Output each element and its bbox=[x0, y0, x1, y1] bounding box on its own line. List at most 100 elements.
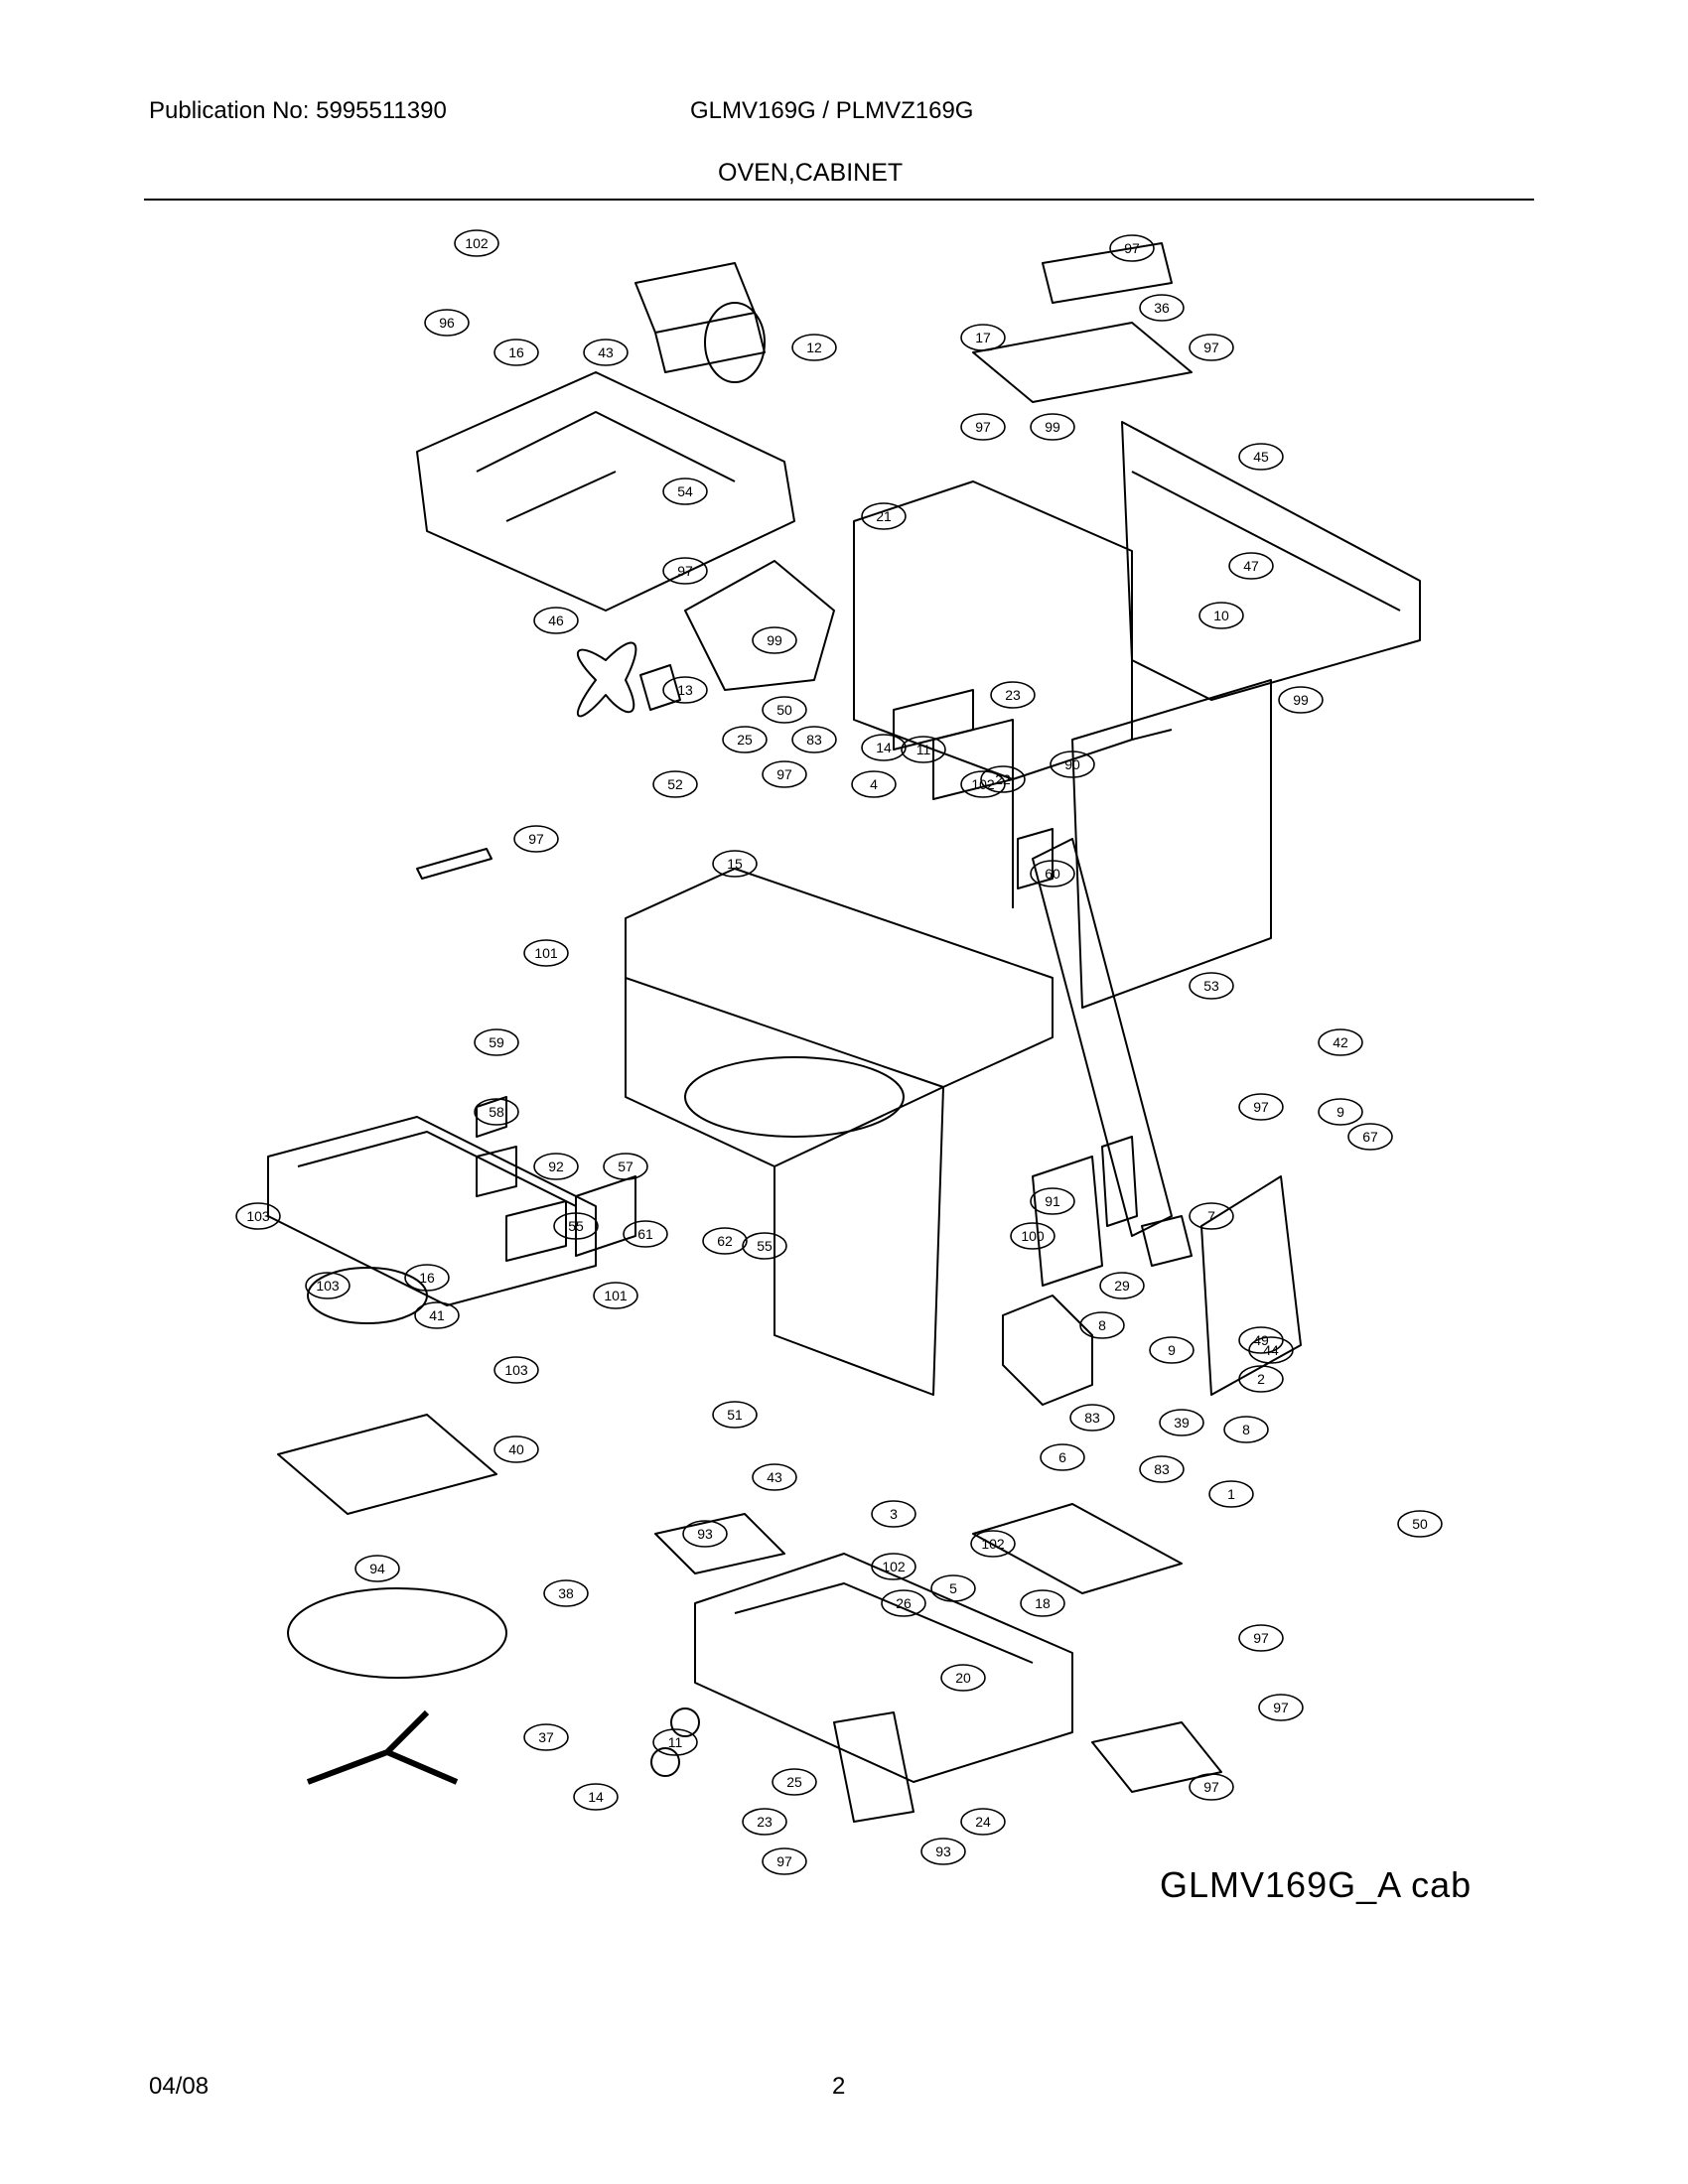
grille bbox=[575, 1175, 636, 1257]
callout-16: 16 bbox=[493, 339, 539, 366]
callout-number: 99 bbox=[1293, 692, 1309, 708]
callout-36: 36 bbox=[1139, 294, 1185, 322]
callout-number: 46 bbox=[548, 613, 564, 628]
top-plate bbox=[972, 322, 1193, 403]
callout-number: 25 bbox=[737, 732, 753, 748]
callout-number: 96 bbox=[439, 315, 455, 331]
callout-57: 57 bbox=[603, 1153, 648, 1180]
callout-25: 25 bbox=[722, 726, 768, 753]
membrane-panel bbox=[505, 1200, 567, 1262]
callout-13: 13 bbox=[662, 676, 708, 704]
callout-62: 62 bbox=[702, 1227, 748, 1255]
callout-number: 3 bbox=[890, 1506, 898, 1522]
callout-number: 36 bbox=[1154, 300, 1170, 316]
callout-number: 11 bbox=[916, 742, 931, 757]
lamp-socket bbox=[670, 1707, 700, 1737]
roller-ring bbox=[287, 1587, 507, 1679]
callout-number: 97 bbox=[677, 563, 693, 579]
callout-25: 25 bbox=[772, 1768, 817, 1796]
callout-number: 61 bbox=[637, 1226, 653, 1242]
callout-number: 6 bbox=[1058, 1449, 1066, 1465]
callout-67: 67 bbox=[1347, 1123, 1393, 1151]
callout-21: 21 bbox=[861, 502, 907, 530]
fan-motor bbox=[639, 664, 681, 711]
callout-93: 93 bbox=[682, 1520, 728, 1548]
callout-23: 23 bbox=[990, 681, 1036, 709]
callout-number: 2 bbox=[1257, 1371, 1265, 1387]
callout-number: 37 bbox=[538, 1729, 554, 1745]
callout-number: 55 bbox=[568, 1218, 584, 1234]
callout-number: 9 bbox=[1168, 1342, 1176, 1358]
callout-26: 26 bbox=[881, 1589, 926, 1617]
callout-5: 5 bbox=[930, 1574, 976, 1602]
callout-number: 12 bbox=[806, 340, 822, 355]
callout-96: 96 bbox=[424, 309, 470, 337]
callout-6: 6 bbox=[1040, 1443, 1085, 1471]
fan-duct bbox=[416, 371, 795, 612]
callout-50: 50 bbox=[1397, 1510, 1443, 1538]
callout-94: 94 bbox=[354, 1555, 400, 1582]
callout-24: 24 bbox=[960, 1808, 1006, 1836]
callout-number: 97 bbox=[1253, 1099, 1269, 1115]
callout-number: 97 bbox=[1203, 1779, 1219, 1795]
callout-number: 21 bbox=[876, 508, 892, 524]
callout-97: 97 bbox=[1189, 334, 1234, 361]
callout-97: 97 bbox=[1189, 1773, 1234, 1801]
callout-number: 94 bbox=[369, 1561, 385, 1576]
callout-number: 57 bbox=[618, 1159, 633, 1174]
vent-grille bbox=[1042, 242, 1173, 304]
callout-55: 55 bbox=[742, 1232, 787, 1260]
callout-101: 101 bbox=[523, 939, 569, 967]
part-drawings bbox=[267, 242, 1421, 1823]
callout-number: 83 bbox=[806, 732, 822, 748]
callout-97: 97 bbox=[1238, 1093, 1284, 1121]
callout-number: 15 bbox=[727, 856, 743, 872]
callout-number: 99 bbox=[1045, 419, 1060, 435]
callout-number: 97 bbox=[1124, 240, 1140, 256]
callout-number: 14 bbox=[876, 740, 892, 755]
callout-93: 93 bbox=[920, 1838, 966, 1865]
callout-number: 53 bbox=[1203, 978, 1219, 994]
callout-101: 101 bbox=[593, 1282, 638, 1309]
callout-97: 97 bbox=[662, 557, 708, 585]
header-divider bbox=[144, 199, 1534, 201]
callout-number: 26 bbox=[896, 1595, 912, 1611]
callout-number: 59 bbox=[489, 1034, 504, 1050]
callout-41: 41 bbox=[414, 1301, 460, 1329]
hv-bracket bbox=[972, 1503, 1183, 1594]
callout-number: 50 bbox=[776, 702, 792, 718]
callout-23: 23 bbox=[742, 1808, 787, 1836]
callout-number: 41 bbox=[429, 1307, 445, 1323]
callout-12: 12 bbox=[791, 334, 837, 361]
transformer bbox=[1002, 1295, 1093, 1406]
callout-9: 9 bbox=[1318, 1098, 1363, 1126]
publication-number: Publication No: 5995511390 bbox=[149, 97, 447, 124]
callout-42: 42 bbox=[1318, 1028, 1363, 1056]
callout-number: 38 bbox=[558, 1585, 574, 1601]
callout-49: 49 bbox=[1238, 1326, 1284, 1354]
callout-number: 8 bbox=[1098, 1317, 1106, 1333]
callout-number: 83 bbox=[1154, 1461, 1170, 1477]
callout-number: 24 bbox=[975, 1814, 991, 1830]
callout-97: 97 bbox=[762, 760, 807, 788]
callout-number: 42 bbox=[1333, 1034, 1348, 1050]
callout-53: 53 bbox=[1189, 972, 1234, 1000]
callout-99: 99 bbox=[752, 626, 797, 654]
callout-44: 44 bbox=[1248, 1336, 1294, 1364]
callout-52: 52 bbox=[652, 770, 698, 798]
callout-83: 83 bbox=[791, 726, 837, 753]
callout-103: 103 bbox=[493, 1356, 539, 1384]
callout-number: 54 bbox=[677, 483, 693, 499]
callout-number: 16 bbox=[419, 1270, 435, 1286]
callout-40: 40 bbox=[493, 1435, 539, 1463]
page-number: 2 bbox=[832, 2073, 846, 2100]
control-board bbox=[1200, 1175, 1302, 1396]
callout-38: 38 bbox=[543, 1579, 589, 1607]
roller-support bbox=[306, 1709, 459, 1785]
callout-59: 59 bbox=[474, 1028, 519, 1056]
callout-9: 9 bbox=[1149, 1336, 1195, 1364]
grease-filter-left bbox=[654, 1513, 785, 1574]
rear-bracket bbox=[1121, 421, 1421, 701]
callout-1: 1 bbox=[1208, 1480, 1254, 1508]
grease-filter-right bbox=[1091, 1721, 1222, 1793]
